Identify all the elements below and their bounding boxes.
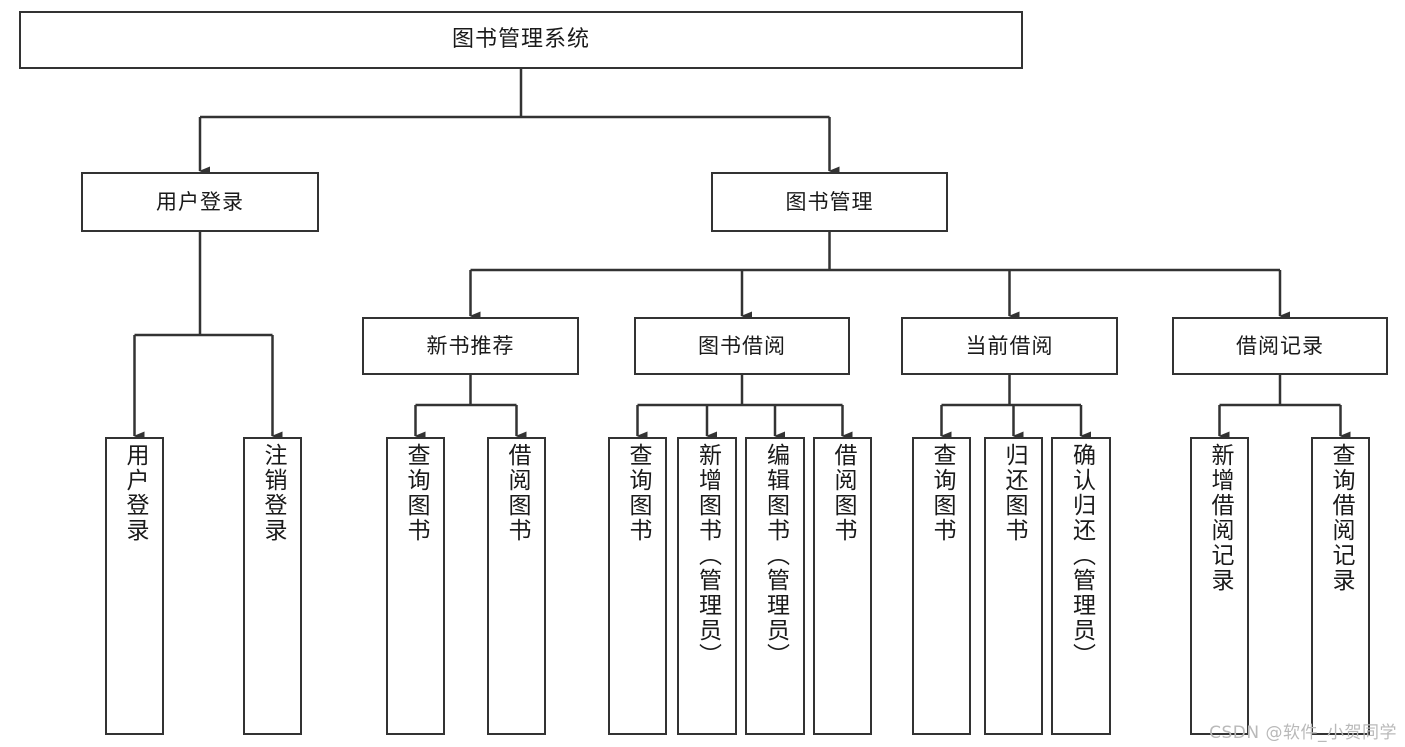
node-label: 用户登录 [156,189,244,214]
node-leaf-user-login[interactable]: 用户登录 [105,437,164,735]
node-leaf-user-logout[interactable]: 注销登录 [243,437,302,735]
node-label: 确认归还（管理员） [1068,443,1095,668]
node-label: 新增借阅记录 [1207,443,1233,593]
node-leaf-add-record[interactable]: 新增借阅记录 [1190,437,1249,735]
node-leaf-add-book[interactable]: 新增图书（管理员） [677,437,737,735]
node-label: 查询图书 [403,443,429,543]
node-label: 编辑图书（管理员） [762,443,789,668]
node-label: 注销登录 [260,443,286,543]
node-label: 查询图书 [929,443,955,543]
node-new-book-rec[interactable]: 新书推荐 [362,317,579,375]
node-label: 借阅图书 [504,443,530,543]
node-label: 查询借阅记录 [1328,443,1354,593]
node-label: 用户登录 [122,443,148,543]
node-label: 新书推荐 [426,333,515,358]
node-leaf-query-book-2[interactable]: 查询图书 [608,437,667,735]
node-user-login[interactable]: 用户登录 [81,172,319,232]
node-book-borrow[interactable]: 图书借阅 [634,317,850,375]
node-leaf-confirm-return[interactable]: 确认归还（管理员） [1051,437,1111,735]
node-label: 图书管理 [785,189,874,214]
node-root[interactable]: 图书管理系统 [19,11,1023,69]
node-leaf-edit-book[interactable]: 编辑图书（管理员） [745,437,805,735]
node-book-manage[interactable]: 图书管理 [711,172,948,232]
node-label: 图书管理系统 [451,27,590,53]
node-label: 归还图书 [1001,443,1027,543]
node-label: 新增图书（管理员） [694,443,721,668]
node-borrow-record[interactable]: 借阅记录 [1172,317,1388,375]
node-leaf-borrow-book-2[interactable]: 借阅图书 [813,437,872,735]
node-current-borrow[interactable]: 当前借阅 [901,317,1118,375]
node-label: 当前借阅 [965,333,1054,358]
node-leaf-return-book[interactable]: 归还图书 [984,437,1043,735]
node-label: 图书借阅 [698,333,786,358]
node-label: 查询图书 [625,443,651,543]
node-leaf-query-record[interactable]: 查询借阅记录 [1311,437,1370,735]
node-leaf-borrow-book-1[interactable]: 借阅图书 [487,437,546,735]
node-leaf-query-book-3[interactable]: 查询图书 [912,437,971,735]
node-label: 借阅图书 [830,443,856,543]
edge-group [133,69,1351,441]
node-label: 借阅记录 [1236,333,1324,358]
node-leaf-query-book-1[interactable]: 查询图书 [386,437,445,735]
